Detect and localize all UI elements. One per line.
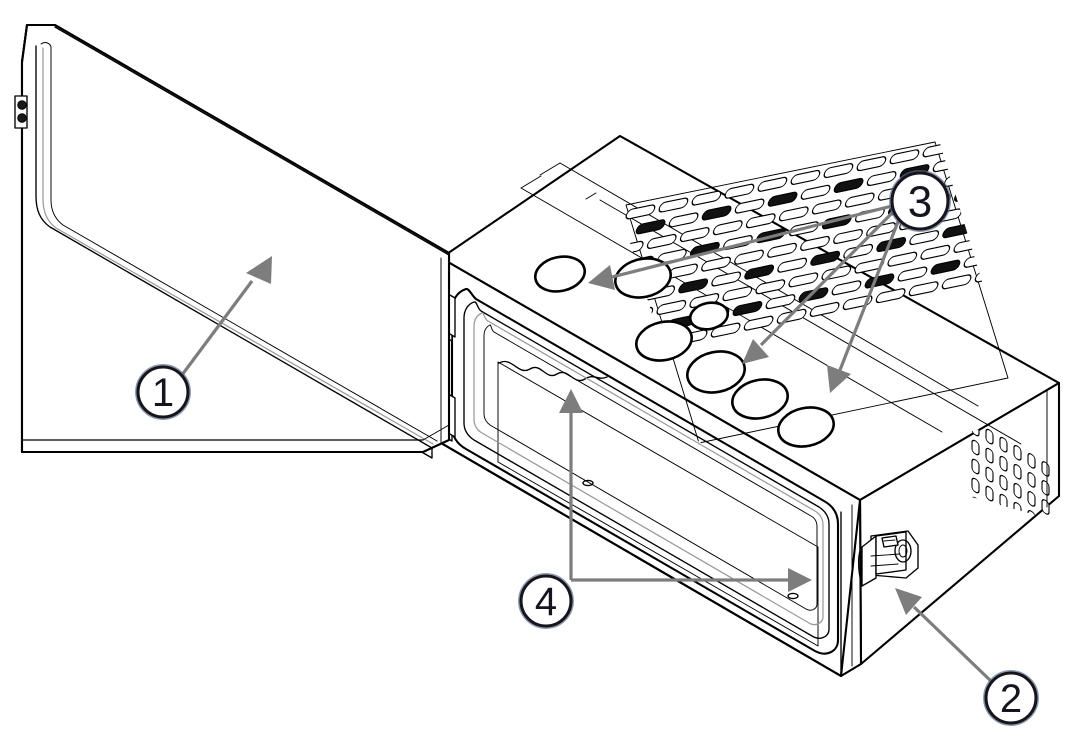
knockout-holes (533, 255, 835, 448)
door-gasket (498, 360, 608, 382)
arrow-head (246, 256, 272, 284)
lock-cylinder[interactable] (894, 539, 912, 563)
knockout-hole (686, 350, 746, 394)
callout-4[interactable]: 4 (518, 573, 574, 629)
frame-inner-a (463, 301, 830, 639)
knockout-hole (731, 378, 789, 420)
callout-2-circle[interactable] (984, 671, 1038, 725)
knockout-hole (635, 320, 693, 362)
callout-1-label: 1 (152, 371, 174, 415)
top-panel-border (520, 175, 943, 433)
back-panel-hole (787, 592, 799, 600)
door-corner-arc (40, 42, 52, 48)
callout-3[interactable]: 3 (889, 170, 951, 232)
back-panel (497, 361, 819, 647)
callout-1-circle[interactable] (136, 365, 190, 419)
door-gasket-groove (50, 46, 438, 442)
door-panel (14, 23, 451, 454)
arrow-head (559, 389, 583, 413)
callout-1[interactable]: 1 (135, 364, 191, 420)
frame-inner-b (473, 312, 824, 626)
arrow-head (895, 588, 922, 615)
door-rolled-edge-inner (35, 45, 433, 449)
knockout-hole (688, 301, 730, 331)
arrow-head (827, 365, 851, 393)
knockout-hole (533, 255, 587, 293)
arrow-head (588, 265, 615, 290)
arrow-head (742, 339, 769, 364)
leader-callout-4 (559, 389, 812, 592)
front-bottom-edge (439, 441, 843, 678)
leader-callout-2 (895, 588, 995, 685)
door-hinge-leaf (14, 95, 28, 129)
frame-opening (483, 324, 818, 611)
enclosure-body (419, 134, 1061, 678)
back-panel-hole (582, 479, 594, 487)
top-face-seam-b (585, 192, 597, 200)
callout-3-circle[interactable] (890, 171, 950, 231)
door-bottom-right-flange (422, 424, 450, 441)
arrow-head (788, 568, 812, 592)
leader-callout-3 (588, 203, 905, 393)
callout-4-label: 4 (535, 580, 557, 624)
top-face-rear-edge (440, 135, 621, 259)
callout-4-circle[interactable] (519, 574, 573, 628)
top-panel-edge-step (539, 162, 561, 176)
latch-handle[interactable] (857, 530, 919, 587)
door-top-inner-edge (54, 26, 450, 256)
knockout-hole (777, 406, 835, 448)
door-hinge-screw (17, 113, 27, 123)
door-rolled-edge-highlight (42, 47, 434, 445)
door-top-left-corner (20, 23, 29, 64)
callout-2[interactable]: 2 (983, 670, 1039, 726)
knockout-hole (614, 257, 672, 299)
leader-callout-1 (180, 256, 272, 376)
door-hinge-screw (17, 100, 27, 110)
callout-2-label: 2 (1000, 677, 1022, 721)
callout-3-label: 3 (908, 178, 932, 227)
